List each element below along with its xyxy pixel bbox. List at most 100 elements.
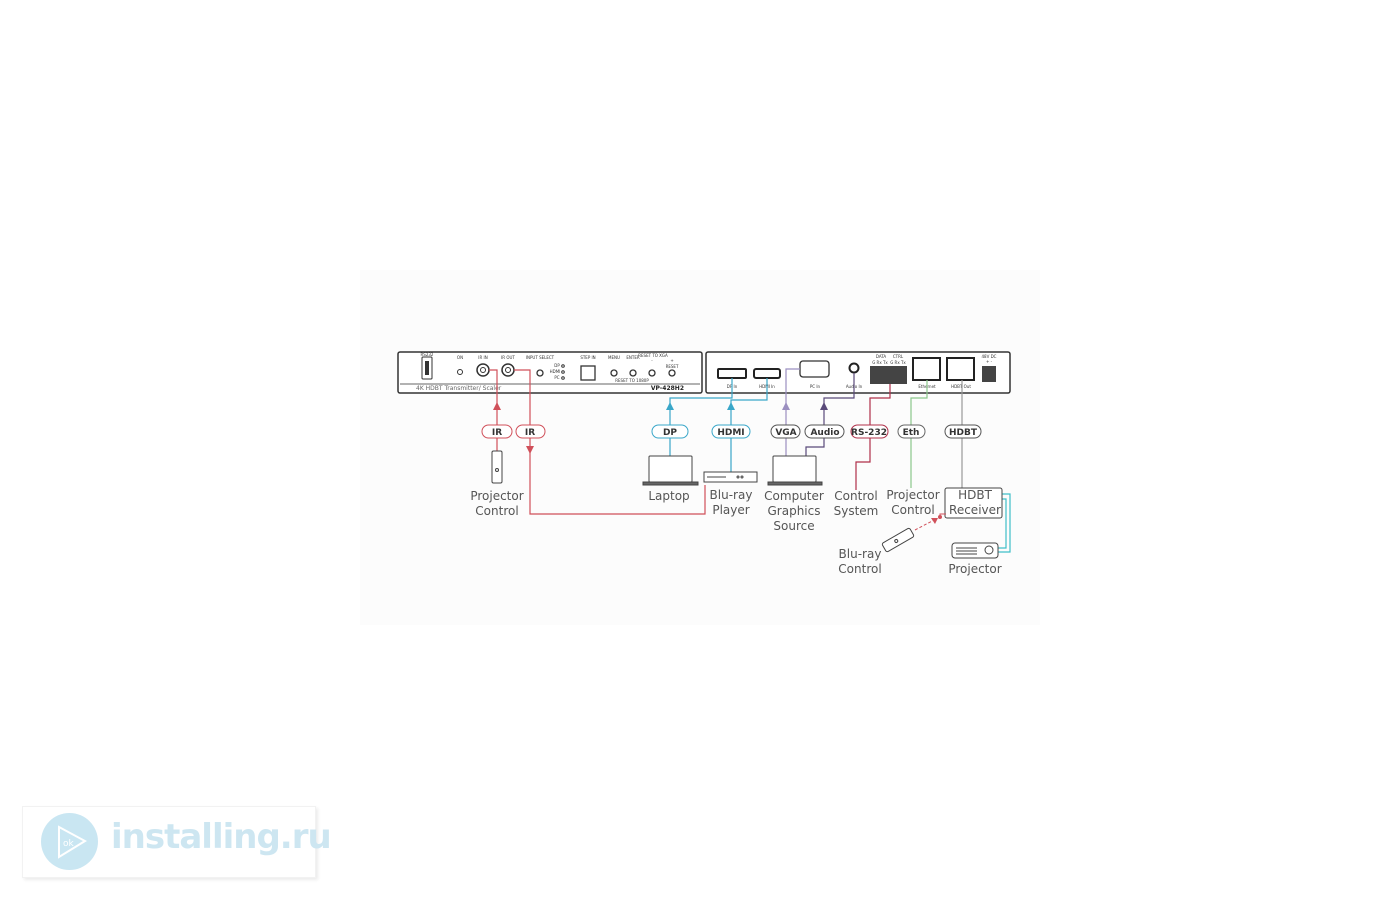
menu-label: MENU: [608, 355, 620, 360]
minus-button[interactable]: [648, 369, 656, 377]
projector-control-label: Projector: [470, 489, 523, 503]
bluray-player-label: Player: [712, 503, 749, 517]
on-led-icon: [457, 369, 463, 375]
ir-out-cable: [514, 369, 706, 515]
input-select-label: INPUT SELECT: [526, 355, 555, 360]
vga-badge: [770, 424, 801, 439]
dp-badge-label: DP: [663, 428, 677, 438]
projector-icon: [951, 542, 999, 559]
ir-in-label: IR IN: [478, 355, 487, 360]
logo-emblem-icon: ok: [41, 813, 98, 870]
ir-signal-icon: [914, 518, 937, 531]
bluray-control-label: Blu-ray: [839, 547, 882, 561]
ir-in-port-icon: [476, 363, 490, 377]
ethernet-port-icon: [912, 357, 941, 381]
power-label: 48V DC: [982, 354, 997, 359]
ctrl-label: CTRL: [893, 354, 904, 359]
computer-laptop-icon: [767, 455, 823, 486]
hdbt-receiver-label: HDBT: [958, 488, 992, 502]
audio-in-port-icon: [848, 362, 860, 374]
ir-out-badge: [515, 424, 546, 439]
control-system-label: System: [834, 504, 879, 518]
arrow-up-icon: [782, 402, 790, 410]
reset-button[interactable]: [668, 369, 676, 377]
menu-button[interactable]: [610, 369, 618, 377]
audio-badge: [804, 424, 845, 439]
dp-badge: [651, 424, 689, 439]
power-polarity-label: + -: [986, 359, 993, 364]
hdmi-badge: [711, 424, 751, 439]
remote-control-icon: [491, 450, 503, 484]
projector-control-label: Control: [475, 504, 518, 518]
computer-label: Graphics: [768, 504, 821, 518]
arrow-up-icon: [727, 402, 735, 410]
hdbt-receiver-label: Receiver: [949, 503, 1001, 517]
control-system-label: Control: [834, 489, 877, 503]
laptop-label: Laptop: [648, 489, 689, 503]
hdmi-in-port-icon: [753, 368, 781, 379]
watermark-text: installing.ru: [111, 817, 332, 857]
reset-label: RESET: [666, 364, 679, 369]
computer-label: Computer: [764, 489, 824, 503]
projector-label: Projector: [948, 562, 1001, 576]
bluray-player-label: Blu-ray: [710, 488, 753, 502]
front-panel: RS232 ON IR IN IR OUT INPUT SELECT DP HD…: [397, 351, 703, 394]
data-pins-label: G Rx Tx: [872, 360, 888, 365]
hdbt-receiver-box: [944, 487, 1003, 519]
hdbt-badge: [944, 424, 982, 439]
pc-led-label: PC: [554, 375, 559, 380]
bluray-control-label: Control: [838, 562, 881, 576]
pc-in-label: PC In: [810, 384, 821, 389]
arrow-up-icon: [666, 402, 674, 410]
computer-label: Source: [773, 519, 814, 533]
rs232-badge: [850, 424, 889, 439]
ethernet-cable: [910, 380, 928, 488]
vga-badge-label: VGA: [775, 428, 796, 438]
hdbt-out-port-icon: [946, 357, 975, 381]
hdbt-badge-label: HDBT: [949, 428, 978, 438]
arrow-up-icon: [820, 402, 828, 410]
reset-xga-label: RESET TO XGA: [638, 353, 668, 358]
terminal-block-icon: [870, 366, 907, 384]
input-select-button[interactable]: [536, 369, 544, 377]
eth-badge: [897, 424, 926, 439]
ir-in-badge: [481, 424, 513, 439]
projector-control-eth-label: Control: [891, 503, 934, 517]
arrow-down-icon: [526, 446, 534, 454]
audio-badge-label: Audio: [810, 428, 839, 438]
hdmi-led-label: HDMI: [550, 369, 561, 374]
enter-label: ENTER: [626, 355, 639, 360]
step-in-label: STEP IN: [580, 355, 595, 360]
rear-panel: DP In HDMI In PC In Audio In DATA CTRL G…: [705, 351, 1011, 394]
reset-1080p-label: RESET TO 1080P: [615, 378, 649, 383]
power-connector-icon: [982, 366, 996, 382]
step-in-button[interactable]: [580, 365, 596, 381]
receiver-projector-cable: [998, 493, 1011, 553]
ir-out-port-icon: [501, 363, 515, 377]
arrow-up-icon: [493, 402, 501, 410]
bluray-player-icon: [703, 471, 758, 483]
rs232-badge-label: RS-232: [851, 428, 887, 438]
data-label: DATA: [876, 354, 887, 359]
hdbt-out-label: HDBT Out: [951, 384, 971, 389]
ctrl-pins-label: G Rx Tx: [890, 360, 906, 365]
watermark-logo: ok installing.ru: [22, 806, 332, 878]
dp-led-label: DP: [554, 363, 560, 368]
device-subtitle: 4K HDBT Transmitter/ Scaler: [416, 385, 502, 392]
enter-button[interactable]: [629, 369, 637, 377]
ir-out-badge-label: IR: [525, 428, 535, 438]
minus-label: -: [651, 358, 653, 363]
bluray-remote-icon: [881, 527, 915, 553]
ir-out-label: IR OUT: [501, 355, 515, 360]
pc-in-port-icon: [799, 360, 830, 378]
plus-label: +: [670, 358, 673, 363]
device-model: VP-428H2: [651, 385, 684, 392]
hdmi-badge-label: HDMI: [717, 428, 744, 438]
rs232-label: RS232: [421, 352, 434, 357]
ir-in-badge-label: IR: [492, 428, 502, 438]
on-label: ON: [457, 355, 463, 360]
projector-control-eth-label: Projector: [886, 488, 939, 502]
eth-badge-label: Eth: [903, 428, 920, 438]
dp-in-port-icon: [717, 368, 747, 379]
